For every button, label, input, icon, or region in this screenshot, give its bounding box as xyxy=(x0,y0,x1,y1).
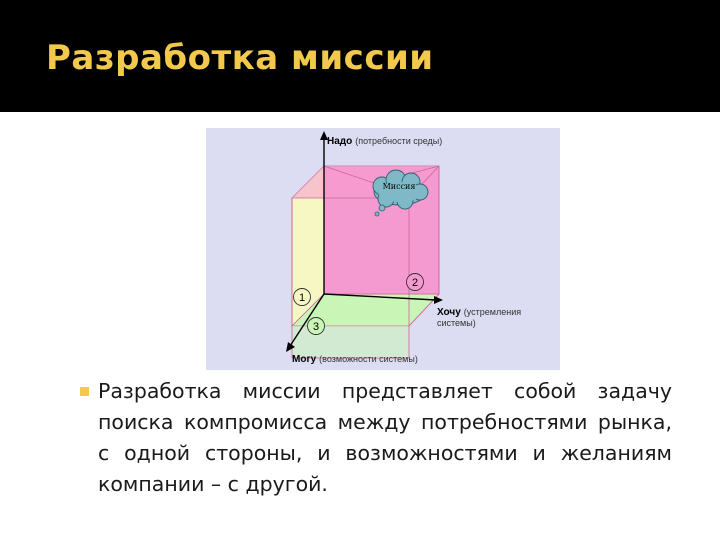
axis-down-line xyxy=(289,293,325,347)
title-bar: Разработка миссии xyxy=(0,0,720,112)
axis-right-line xyxy=(323,293,437,301)
axis-right-label-line2: системы) xyxy=(437,318,476,328)
marker-1-label: 1 xyxy=(299,292,305,304)
face-want-front xyxy=(292,326,409,358)
axis-down-arrow xyxy=(286,342,295,352)
mission-diagram-svg: Надо(потребности среды) Хочу(устремления… xyxy=(206,128,560,370)
axis-right-label: Хочу(устремления xyxy=(437,307,521,318)
bullet-text: Разработка миссии представляет собой зад… xyxy=(98,379,672,496)
marker-2: 2 xyxy=(406,273,424,291)
bullet-marker xyxy=(80,387,89,396)
axis-up-label: Надо(потребности среды) xyxy=(327,136,442,147)
marker-3: 3 xyxy=(307,317,325,335)
mission-cloud-label: Миссия xyxy=(383,182,416,191)
mission-cloud-icon: Миссия xyxy=(372,169,429,217)
axis-down-label: Могу(возможности системы) xyxy=(292,354,418,365)
mission-diagram: Надо(потребности среды) Хочу(устремления… xyxy=(206,128,560,370)
axis-up-arrow xyxy=(320,131,328,140)
axes xyxy=(289,138,437,347)
marker-2-label: 2 xyxy=(412,277,418,289)
marker-3-label: 3 xyxy=(313,321,319,333)
marker-1: 1 xyxy=(293,288,311,306)
slide-title: Разработка миссии xyxy=(46,38,434,78)
axis-right-arrow xyxy=(434,296,443,304)
